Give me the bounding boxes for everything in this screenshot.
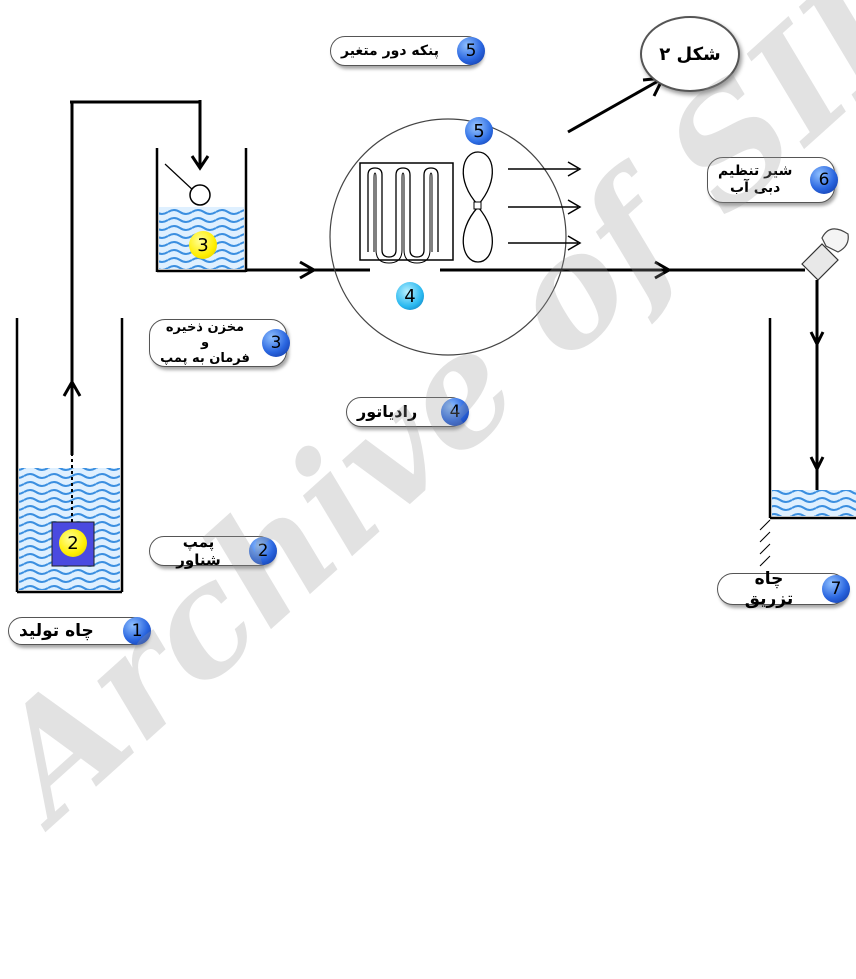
airflow-arrows xyxy=(508,161,582,251)
figure-title: شکل ۲ xyxy=(640,16,740,92)
radiator-badge: 4 xyxy=(396,282,424,310)
fan-propeller xyxy=(462,151,493,263)
injection-pipe xyxy=(809,280,825,492)
label-flow-valve: شیر تنظیم دبی آب 6 xyxy=(707,157,838,203)
label-storage-tank-number: 3 xyxy=(262,329,290,357)
riser-pipe xyxy=(62,100,210,522)
injection-well-water xyxy=(772,490,856,516)
injection-well xyxy=(759,318,856,567)
diagram-stage: 2 3 4 5 شکل ۲ پنکه دور متغیر 5 شیر تنظیم… xyxy=(0,0,856,851)
label-storage-tank-line1: مخزن ذخیره و xyxy=(165,319,245,351)
label-radiator-number: 4 xyxy=(441,398,469,426)
pump-badge: 2 xyxy=(59,529,87,557)
outlet-pipe-tank xyxy=(246,260,370,280)
label-flow-valve-number: 6 xyxy=(810,166,838,194)
figure-pointer-arrow xyxy=(567,76,666,134)
label-flow-valve-line1: شیر تنظیم xyxy=(718,163,793,180)
fan-badge: 5 xyxy=(465,117,493,145)
label-radiator: رادیاتور 4 xyxy=(346,397,469,427)
label-injection-well-number: 7 xyxy=(822,575,850,603)
flow-valve xyxy=(801,228,849,281)
outlet-pipe-radiator xyxy=(440,260,805,280)
label-production-well-text: چاه تولید xyxy=(19,620,94,641)
radiator-coil xyxy=(359,162,454,264)
float-valve-ball xyxy=(189,184,211,206)
label-storage-tank: مخزن ذخیره و فرمان به پمپ 3 xyxy=(149,319,290,367)
label-injection-well-text: چاه تزریق xyxy=(744,568,794,609)
tank-badge: 3 xyxy=(189,231,217,259)
label-variable-fan: پنکه دور متغیر 5 xyxy=(330,36,485,66)
label-variable-fan-number: 5 xyxy=(457,37,485,65)
label-float-pump: پمپ شناور 2 xyxy=(149,533,277,569)
label-variable-fan-text: پنکه دور متغیر xyxy=(341,42,440,59)
radiator-detail-circle xyxy=(329,118,567,356)
label-injection-well: چاه تزریق 7 xyxy=(717,569,850,609)
label-float-pump-text: پمپ شناور xyxy=(176,533,221,569)
label-production-well: چاه تولید 1 xyxy=(8,617,151,645)
label-float-pump-number: 2 xyxy=(249,537,277,565)
label-radiator-text: رادیاتور xyxy=(357,402,418,422)
label-storage-tank-line2: فرمان به پمپ xyxy=(160,350,250,366)
label-production-well-number: 1 xyxy=(123,617,151,645)
label-storage-tank-text: مخزن ذخیره و فرمان به پمپ xyxy=(160,320,250,367)
diagram-svg xyxy=(15,76,856,594)
label-flow-valve-text: شیر تنظیم دبی آب xyxy=(718,163,792,197)
label-flow-valve-line2: دبی آب xyxy=(730,180,781,196)
